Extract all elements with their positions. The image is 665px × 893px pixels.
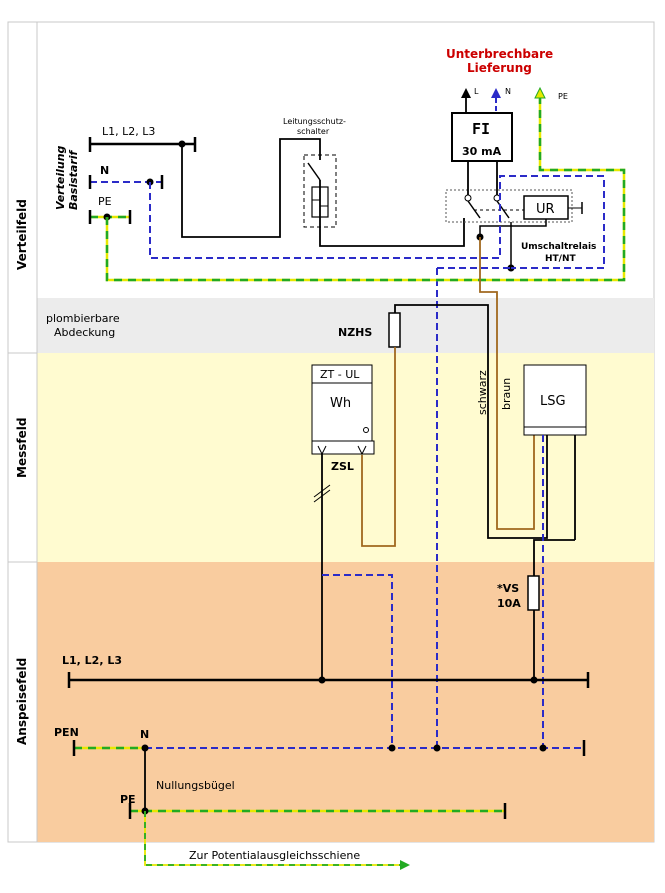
interruptible-title-line2: Lieferung	[467, 61, 532, 75]
zsl-terminal-strip	[311, 440, 375, 455]
interruptible-l-arrow	[461, 88, 471, 98]
interruptible-title-line1: Unterbrechbare	[446, 47, 553, 61]
meter-indicator	[363, 427, 369, 433]
wire-label-schwarz: schwarz	[476, 370, 489, 415]
basis-pe-label: PE	[98, 195, 112, 208]
nzhs-fuse	[388, 312, 401, 348]
nzhs-label: NZHS	[338, 326, 372, 339]
meter-wh-label: Wh	[330, 396, 351, 411]
feed-n-node-main	[433, 744, 441, 752]
wire-relay-ur-phase	[479, 219, 547, 237]
vs-fuse-label-line2: 10A	[497, 597, 521, 610]
wire-nzhs-brown-to-zsl	[361, 347, 396, 547]
feed-n-node-meter	[388, 744, 396, 752]
lsg-box	[523, 364, 587, 436]
fi-device-box	[451, 112, 513, 162]
section-label-verteilfeld: Verteilfeld	[15, 199, 29, 270]
wire-meter-break-1	[313, 484, 331, 498]
relay-contact-a-top	[464, 194, 472, 202]
wire-lsg-to-fuse	[533, 539, 575, 578]
interruptible-n-label: N	[505, 87, 511, 96]
vs-fuse	[527, 575, 540, 611]
section-label-messfeld: Messfeld	[15, 418, 29, 478]
interruptible-l-label: L	[474, 87, 479, 96]
feed-phase-node-lsg	[530, 676, 538, 684]
basis-l123-label: L1, L2, L3	[102, 125, 155, 138]
lsg-label: LSG	[540, 394, 566, 409]
zsl-terminal-right	[357, 445, 367, 456]
section-label-anspeisefeld: Anspeisefeld	[15, 658, 29, 745]
relay-ur-label: UR	[536, 202, 555, 217]
verteilung-label-line2: Basistarif	[67, 149, 80, 210]
cover-label-line2: Abdeckung	[54, 326, 115, 339]
feed-l123-label: L1, L2, L3	[62, 654, 122, 667]
verteilung-label-line1: Verteilung	[54, 145, 67, 210]
feed-n-node-lsg	[539, 744, 547, 752]
cover-label-line1: plombierbare	[46, 312, 120, 325]
meter-box	[311, 364, 373, 442]
meter-header-label: ZT - UL	[320, 368, 360, 381]
wire-ls-to-fi	[319, 180, 465, 247]
basis-n-label: N	[100, 164, 109, 177]
relay-contact-b	[496, 200, 510, 219]
ls-label-line1: Leitungsschutz-	[283, 117, 346, 126]
feed-pe-label: PE	[120, 793, 136, 806]
cover-panel	[37, 298, 654, 353]
anspeisefeld-panel	[37, 562, 654, 842]
wire-basis-neutral-run	[149, 175, 605, 269]
fi-rating: 30 mA	[462, 145, 502, 158]
relay-label-line1: Umschaltrelais	[521, 242, 596, 252]
nullungsbuegel-label: Nullungsbügel	[156, 779, 235, 792]
potential-label: Zur Potentialausgleichsschiene	[189, 849, 360, 862]
vs-fuse-label-line1: *VS	[497, 582, 519, 595]
feed-n-label: N	[140, 728, 149, 741]
wire-potential-green	[144, 811, 402, 866]
feed-phase-node-meter	[318, 676, 326, 684]
wire-basis-phase-to-ls	[181, 138, 321, 238]
relay-label-line2: HT/NT	[545, 254, 576, 264]
potential-arrow	[400, 860, 410, 870]
wire-brown-relay	[479, 237, 535, 530]
interruptible-pe-label: PE	[558, 92, 568, 101]
ls-switch-contact	[307, 162, 321, 181]
zsl-label: ZSL	[331, 460, 354, 473]
relay-housing	[445, 189, 573, 223]
wire-meter-neutral	[322, 574, 393, 748]
ls-label-line2: schalter	[297, 127, 330, 136]
wire-meter-break-2	[313, 489, 331, 503]
wire-nzhs-black	[394, 304, 548, 539]
wire-label-braun: braun	[500, 378, 513, 410]
interruptible-n-arrow	[491, 88, 501, 98]
wire-pe-run-green	[105, 98, 626, 282]
fi-title: FI	[472, 120, 490, 138]
feed-pen-label: PEN	[54, 726, 79, 739]
